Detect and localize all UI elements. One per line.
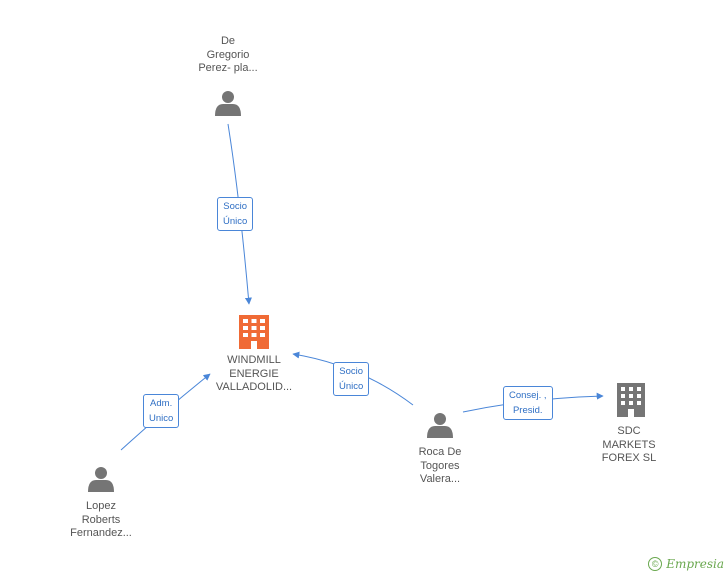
- brand-logo[interactable]: Empresia: [666, 557, 724, 571]
- person-icon[interactable]: [427, 413, 453, 438]
- node-label-lopez[interactable]: Lopez Roberts Fernandez...: [70, 500, 132, 539]
- copyright-icon: ©: [648, 557, 663, 571]
- person-icon[interactable]: [88, 467, 114, 492]
- edge-label-consej-presid[interactable]: Consej. , Presid.: [503, 386, 553, 420]
- node-label-sdc[interactable]: SDC MARKETS FOREX SL: [601, 425, 657, 464]
- node-label-roca[interactable]: Roca De Togores Valera...: [418, 446, 462, 485]
- building-icon[interactable]: [239, 315, 269, 349]
- person-icon[interactable]: [215, 91, 241, 116]
- edge-label-socio-unico[interactable]: Socio Único: [333, 362, 370, 396]
- building-icon[interactable]: [617, 383, 645, 417]
- footer-brand: © Empresia: [648, 557, 724, 571]
- node-label-de-gregorio[interactable]: De Gregorio Perez- pla...: [198, 35, 258, 74]
- edge-label-socio-unico[interactable]: Socio Único: [217, 197, 254, 231]
- edge-label-adm-unico[interactable]: Adm. Unico: [143, 394, 180, 428]
- node-label-windmill[interactable]: WINDMILL ENERGIE VALLADOLID...: [215, 354, 293, 393]
